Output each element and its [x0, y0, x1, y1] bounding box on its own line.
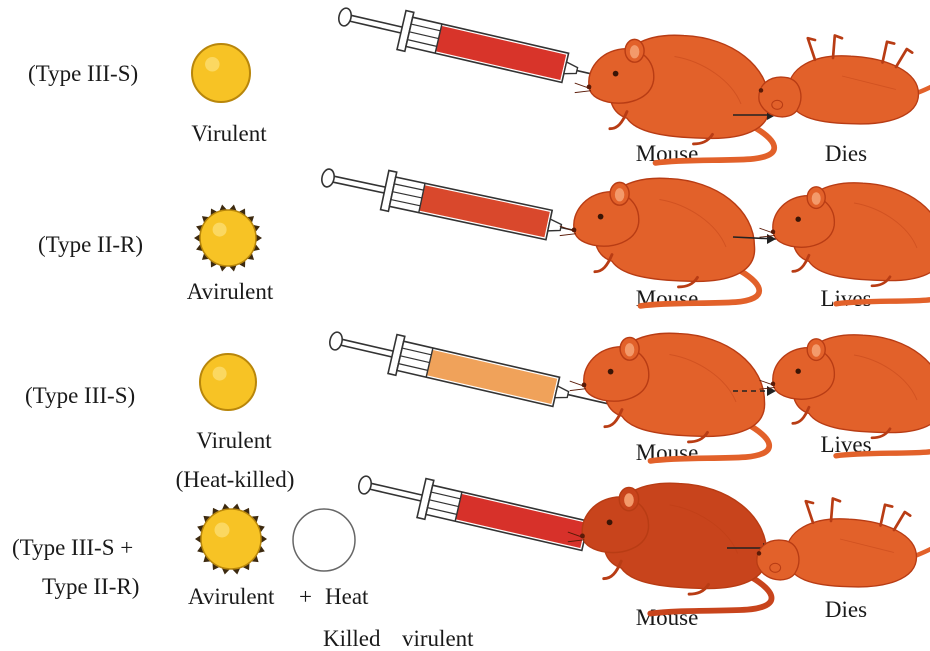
row2-mouse-alive — [760, 183, 930, 304]
row2-mouse-injected — [560, 178, 760, 306]
row3-bacterium-smooth — [200, 354, 256, 410]
row1-mouse-dead — [759, 35, 930, 123]
row2-syringe — [318, 157, 612, 257]
row3-syringe — [326, 320, 620, 425]
row4-bacterium-heat-killed — [293, 509, 355, 571]
row3-mouse-injected — [570, 333, 770, 461]
row4-mouse-dead — [757, 499, 930, 587]
row1-syringe — [335, 0, 629, 101]
row1-mouse-injected — [575, 35, 775, 163]
row4-bacterium-rough — [195, 504, 267, 575]
row2-bacterium-rough — [194, 205, 262, 272]
row1-bacterium-smooth — [192, 44, 250, 102]
row3-mouse-alive — [760, 335, 930, 456]
